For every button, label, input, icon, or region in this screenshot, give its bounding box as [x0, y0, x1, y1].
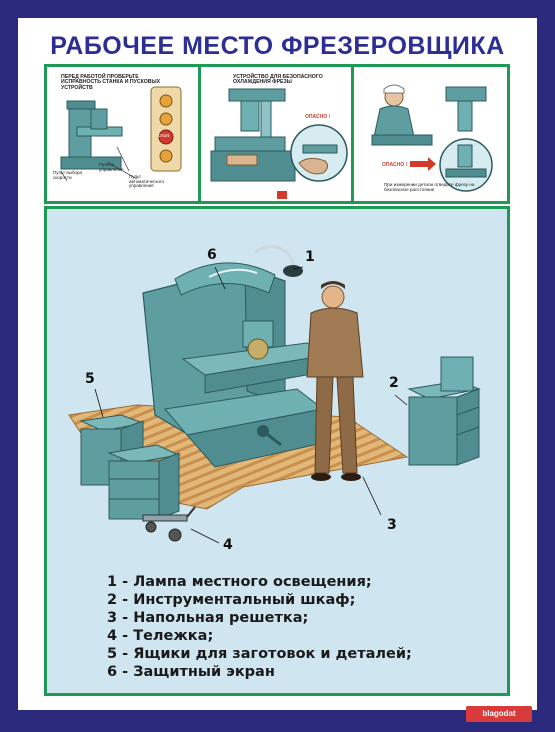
callout-2: 2: [389, 375, 399, 391]
callout-1: 1: [305, 249, 315, 265]
top-panels: ПЕРЕД РАБОТОЙ ПРОВЕРЬТЕ ИСПРАВНОСТЬ СТАН…: [44, 64, 510, 204]
workplace-illustration: [68, 245, 481, 544]
parts-boxes: [79, 414, 181, 520]
panel3-danger-label: ОПАСНО !: [382, 162, 408, 168]
trolley: [142, 506, 196, 542]
panel2-danger-label: ОПАСНО !: [305, 114, 331, 120]
callout-lines: [94, 266, 408, 544]
legend-item: 5 - Ящики для заготовок и деталей;: [107, 646, 412, 662]
callout-5: 5: [85, 371, 95, 387]
milling-machine: [142, 245, 331, 468]
legend-item: 3 - Напольная решетка;: [107, 610, 309, 626]
panel-safe-cooling: УСТРОЙСТВО ДЛЯ БЕЗОПАСНОГО ОХЛАЖДЕНИЯ ФР…: [201, 67, 354, 201]
legend-item: 6 - Защитный экран: [107, 664, 275, 680]
callout-3: 3: [387, 517, 397, 533]
label-auto-panel: Пульт автоматического управления: [129, 174, 165, 189]
worker-figure: [306, 281, 364, 481]
label-manual-control: Ручное управление: [99, 162, 124, 172]
cooling-device-icon: [210, 88, 348, 199]
tool-cabinet: [407, 356, 481, 466]
publisher-logo: blagodat: [466, 706, 532, 722]
legend-item: 1 - Лампа местного освещения;: [107, 574, 372, 590]
panel-check-machine: ПЕРЕД РАБОТОЙ ПРОВЕРЬТЕ ИСПРАВНОСТЬ СТАН…: [47, 67, 201, 201]
legend-item: 4 - Тележка;: [107, 628, 214, 644]
panel3-caption: При измерении детали отведите фрезу на б…: [384, 182, 475, 192]
main-illustration: 6 1 2 5 3 4 1 - Лампа местного освещения…: [44, 206, 510, 696]
stop-button-label: СТОП: [158, 133, 170, 138]
panel-measuring: ОПАСНО ! При измерении детали отведите ф…: [354, 67, 507, 201]
worker-measuring-icon: [371, 84, 493, 192]
legend-list: 1 - Лампа местного освещения; 2 - Инстру…: [107, 573, 412, 681]
legend-item: 2 - Инструментальный шкаф;: [107, 592, 356, 608]
panel2-caption: УСТРОЙСТВО ДЛЯ БЕЗОПАСНОГО ОХЛАЖДЕНИЯ ФР…: [233, 74, 323, 86]
milling-machine-small-icon: [60, 86, 182, 182]
callout-4: 4: [223, 537, 233, 553]
label-speed-panel: Пульт выбора скорости: [53, 170, 83, 180]
callout-6: 6: [207, 247, 217, 263]
page-title: РАБОЧЕЕ МЕСТО ФРЕЗЕРОВЩИКА: [50, 32, 505, 60]
panel1-caption: ПЕРЕД РАБОТОЙ ПРОВЕРЬТЕ ИСПРАВНОСТЬ СТАН…: [61, 74, 161, 91]
